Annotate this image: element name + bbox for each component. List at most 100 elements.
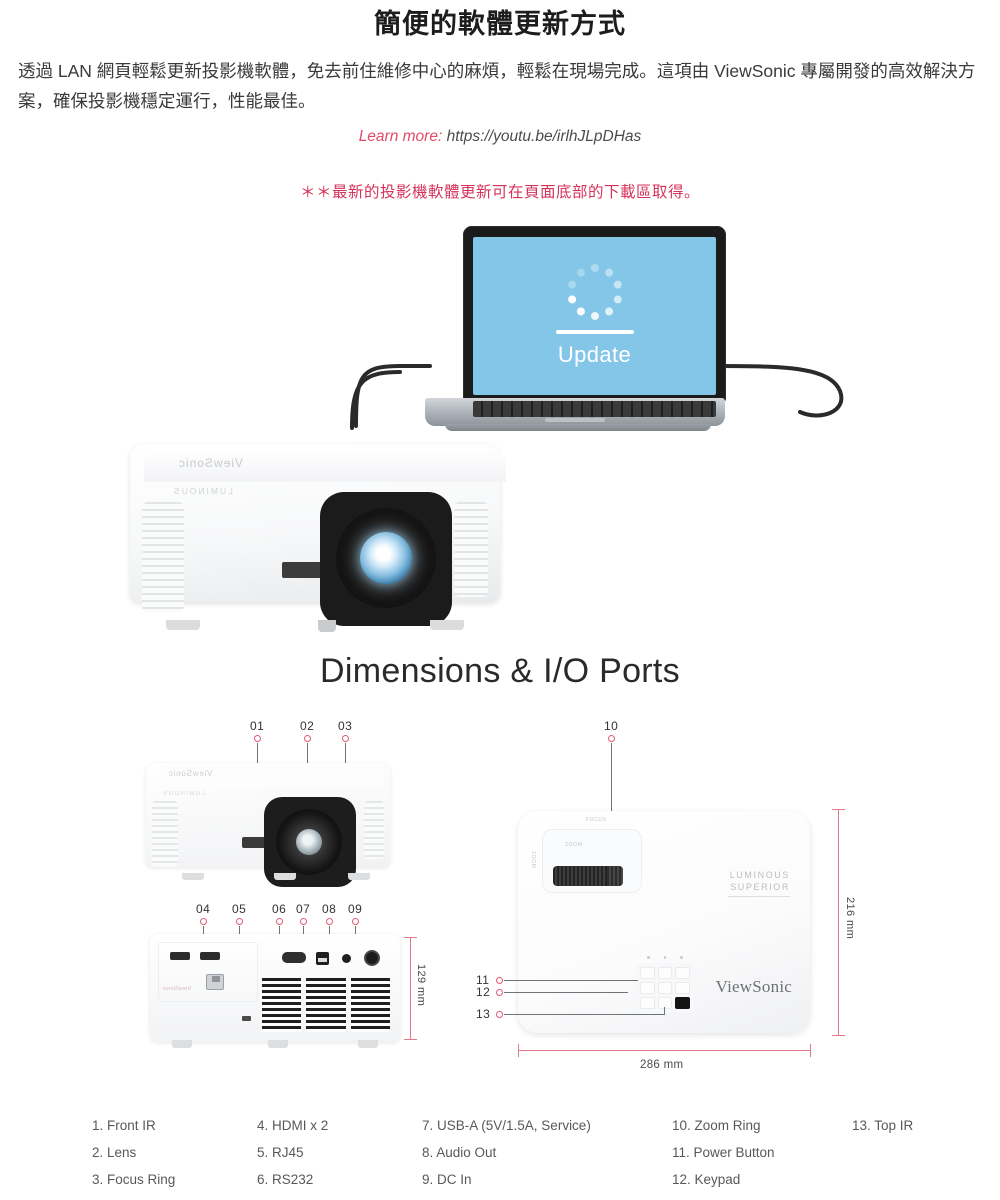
keypad-control[interactable]: [636, 963, 694, 1014]
callout-dot-06: [276, 918, 283, 926]
legend-item-9: 9. DC In: [422, 1172, 472, 1187]
legend-item-5: 5. RJ45: [257, 1145, 304, 1160]
dimension-label-286mm: 286 mm: [640, 1059, 684, 1072]
focus-marking-label: FOCUS: [586, 817, 607, 824]
dimension-line-129mm: [410, 937, 411, 1040]
badge-line-2: SUPERIOR: [730, 882, 790, 893]
projector-rear-view: ViewSonic: [150, 934, 410, 1054]
side-marking-label: ZOOM: [530, 851, 536, 869]
dimension-cap-129mm-bottom: [404, 1039, 417, 1041]
keypad-key-power[interactable]: [640, 967, 655, 980]
keypad-key-auto[interactable]: [675, 982, 690, 995]
loading-spinner-icon: [566, 264, 623, 320]
legend-item-13: 13. Top IR: [852, 1118, 914, 1133]
callout-dot-08: [326, 918, 333, 926]
laptop-illustration: Update: [425, 226, 726, 436]
rear-view-panel-label: ViewSonic: [162, 986, 192, 993]
projector-top-panel: [144, 448, 506, 482]
learn-more-label: Learn more:: [358, 128, 443, 145]
badge-line-1: LUMINOUS: [729, 870, 790, 881]
callout-label-06: 06: [272, 902, 287, 917]
callout-dot-12: [496, 989, 503, 997]
rear-view-vents: [262, 978, 390, 1033]
keypad-key-source[interactable]: [640, 982, 655, 995]
projector-lens-glass: [360, 532, 412, 584]
laptop-lid: Update: [463, 226, 726, 401]
legend-spacer-2: [852, 1172, 972, 1187]
projector-front-view: ViewSonic LUMINOUS: [146, 755, 396, 888]
kensington-lock-slot: [242, 1016, 251, 1022]
callout-label-08: 08: [322, 902, 337, 917]
legend-item-4: 4. HDMI x 2: [257, 1118, 329, 1133]
callout-dot-09: [352, 918, 359, 926]
front-view-ir-tab: [242, 837, 270, 849]
projector-lens-barrel: [320, 492, 452, 626]
callout-dot-10: [608, 735, 615, 743]
projector-lens-ring: [336, 508, 436, 608]
projector-illustration: ViewSonic LUMINOUS: [120, 426, 520, 632]
learn-more-link[interactable]: https://youtu.be/irlhJLpDHas: [446, 128, 642, 145]
callout-label-10: 10: [604, 719, 619, 734]
rear-view-io-panel: [158, 942, 258, 1003]
callout-leader-11: [504, 980, 638, 982]
callout-label-04: 04: [196, 902, 211, 917]
zoom-ring-control[interactable]: [553, 866, 623, 887]
keypad-led-row: [640, 956, 690, 959]
dimensions-section-title: Dimensions & I/O Ports: [320, 652, 680, 690]
callout-label-05: 05: [232, 902, 247, 917]
update-note: ＊＊最新的投影機軟體更新可在頁面底部的下載區取得。: [299, 184, 700, 201]
projector-focus-tab: [282, 562, 328, 578]
zoom-marking-label: ZOOM: [565, 842, 583, 849]
callout-dot-02: [304, 735, 311, 743]
screen-divider: [555, 330, 634, 334]
laptop-keyboard: [473, 401, 716, 417]
legend-item-12: 12. Keypad: [672, 1172, 741, 1187]
callout-leader-12: [504, 992, 628, 994]
dimension-cap-286mm-left: [518, 1044, 519, 1058]
projector-foot-center: [318, 620, 336, 632]
laptop-foot: [445, 424, 711, 431]
keypad-key-enter[interactable]: [657, 982, 673, 995]
badge-rule: [728, 896, 790, 898]
keypad-key-home[interactable]: [657, 967, 673, 980]
intro-paragraph: 透過 LAN 網頁輕鬆更新投影機軟體，免去前住維修中心的麻煩，輕鬆在現場完成。這…: [18, 61, 976, 111]
callout-label-02: 02: [300, 719, 315, 734]
rear-view-body: ViewSonic: [150, 934, 400, 1049]
dc-in-port: [364, 950, 380, 967]
dimension-cap-216mm-top: [832, 809, 845, 811]
cable-graphic: [350, 364, 844, 430]
legend-item-3: 3. Focus Ring: [92, 1172, 176, 1187]
keypad-key-menu[interactable]: [675, 967, 690, 980]
projector-vent-right: [454, 502, 488, 597]
callout-dot-13: [496, 1011, 503, 1019]
callout-dot-01: [254, 735, 261, 743]
dimension-label-216mm: 216 mm: [844, 897, 856, 940]
callout-label-12: 12: [476, 985, 491, 1000]
projector-top-view: FOCUS ZOOM ZOOM LUMINOUS SUPERIOR: [518, 811, 810, 1043]
callout-leader-13-v: [664, 1007, 665, 1016]
learn-more-line: Learn more: https://youtu.be/irlhJLpDHas: [0, 126, 1000, 148]
projector-sub-brand-label: LUMINOUS: [172, 486, 233, 496]
keypad-key-back[interactable]: [640, 997, 655, 1010]
legend-spacer-1: [852, 1145, 972, 1160]
callout-dot-11: [496, 977, 503, 985]
top-view-brand: ViewSonic: [715, 977, 792, 997]
front-view-foot-right: [348, 873, 370, 881]
front-view-foot-center: [274, 873, 296, 881]
legend-item-10: 10. Zoom Ring: [672, 1118, 761, 1133]
audio-out-port: [342, 954, 351, 964]
hero-illustration: Update ViewSonic LUMINOUS: [0, 216, 1000, 646]
hdmi-port-2: [200, 952, 220, 961]
legend-item-6: 6. RS232: [257, 1172, 314, 1187]
page-title: 簡便的軟體更新方式: [374, 9, 626, 39]
rs232-port: [282, 952, 306, 964]
callout-dot-07: [300, 918, 307, 926]
legend-item-7: 7. USB-A (5V/1.5A, Service): [422, 1118, 591, 1133]
dimension-line-216mm: [838, 809, 839, 1036]
dimension-cap-286mm-right: [810, 1044, 811, 1058]
dimension-cap-216mm-bottom: [832, 1035, 845, 1037]
top-view-body: FOCUS ZOOM ZOOM LUMINOUS SUPERIOR: [518, 811, 810, 1034]
legend-item-1: 1. Front IR: [92, 1118, 156, 1133]
update-screen-label: Update: [557, 342, 632, 367]
front-view-vent-left: [152, 801, 178, 868]
